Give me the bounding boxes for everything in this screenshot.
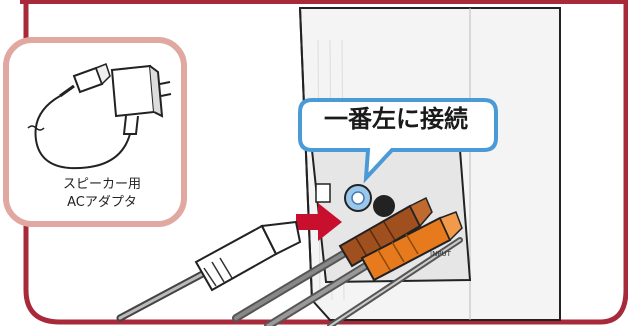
adapter-label: スピーカー用 ACアダプタ <box>28 176 176 212</box>
insert-arrow <box>296 203 342 241</box>
outer-frame <box>23 0 628 325</box>
audio-jack-left <box>373 195 395 217</box>
callout-bubble <box>298 98 498 184</box>
ac-adapter-illustration <box>27 63 172 170</box>
rca-plug-orange <box>264 211 463 326</box>
dc-plug <box>116 220 302 322</box>
adapter-label-line1: スピーカー用 <box>62 177 141 192</box>
power-switch <box>315 183 331 203</box>
rca-plug-brown <box>232 196 433 322</box>
adapter-label-line2: ACアダプタ <box>67 195 137 210</box>
input-port-label: INPUT <box>430 250 451 258</box>
callout-text: 一番左に接続 <box>324 105 468 133</box>
